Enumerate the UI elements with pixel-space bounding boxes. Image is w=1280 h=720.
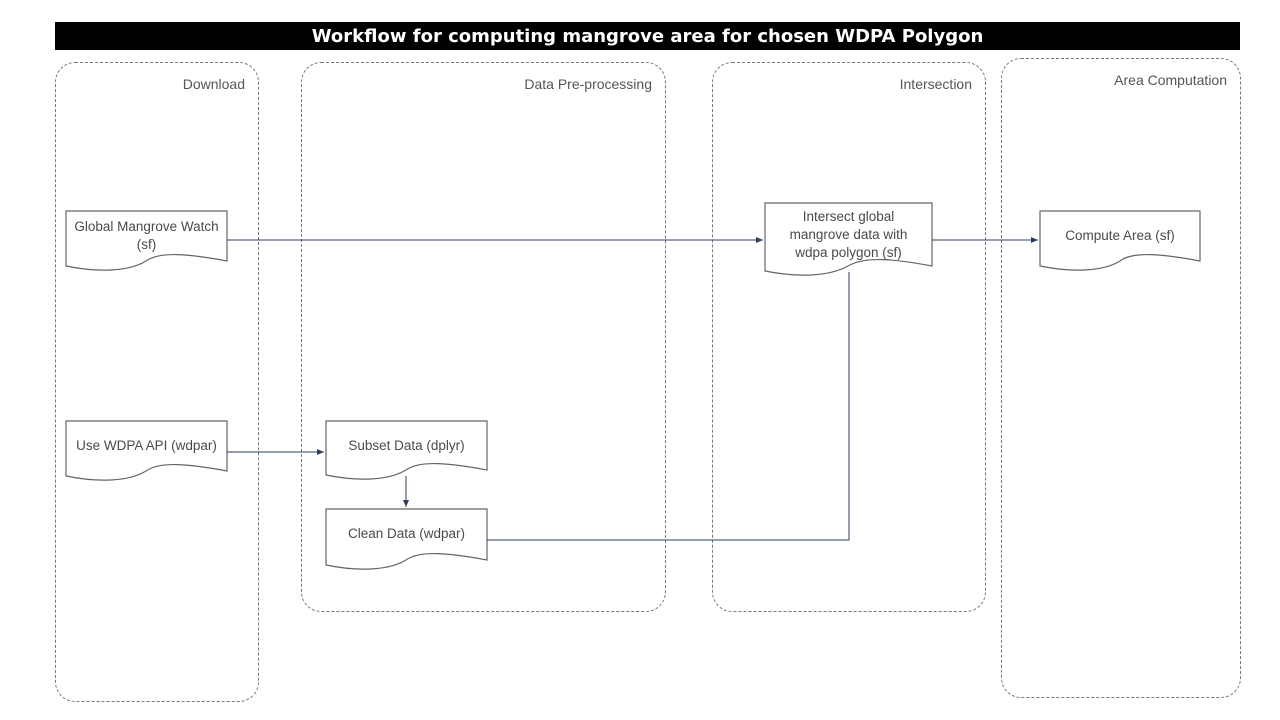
doc-shape-clean[interactable] (325, 508, 488, 570)
doc-shape-wdpa-api[interactable] (65, 420, 228, 481)
node-compute-label: Compute Area (sf) (1065, 228, 1175, 243)
node-global-mangrove-label: Global Mangrove Watch (sf) (74, 219, 219, 252)
lane-download: Download (55, 62, 259, 702)
diagram-title: Workflow for computing mangrove area for… (55, 22, 1240, 50)
lane-label-area: Area Computation (1114, 72, 1227, 88)
doc-shape-compute[interactable] (1039, 210, 1201, 271)
lane-label-download: Download (182, 76, 245, 92)
lane-label-preprocessing: Data Pre-processing (524, 76, 652, 92)
doc-shape-global-mangrove[interactable] (65, 210, 228, 271)
node-intersect-label: Intersect global mangrove data with wdpa… (789, 209, 908, 260)
doc-shape-subset[interactable] (325, 420, 488, 480)
doc-shape-intersect[interactable] (764, 202, 933, 276)
node-subset-label: Subset Data (dplyr) (348, 438, 465, 453)
node-clean-label: Clean Data (wdpar) (347, 526, 466, 541)
lane-preprocessing: Data Pre-processing (301, 62, 666, 612)
lane-intersection: Intersection (712, 62, 986, 612)
connector-clean-to-intersect (487, 272, 850, 541)
lane-label-intersection: Intersection (899, 76, 972, 92)
lane-area-computation: Area Computation (1001, 58, 1241, 698)
node-wdpa-api-label: Use WDPA API (wdpar) (76, 438, 217, 453)
